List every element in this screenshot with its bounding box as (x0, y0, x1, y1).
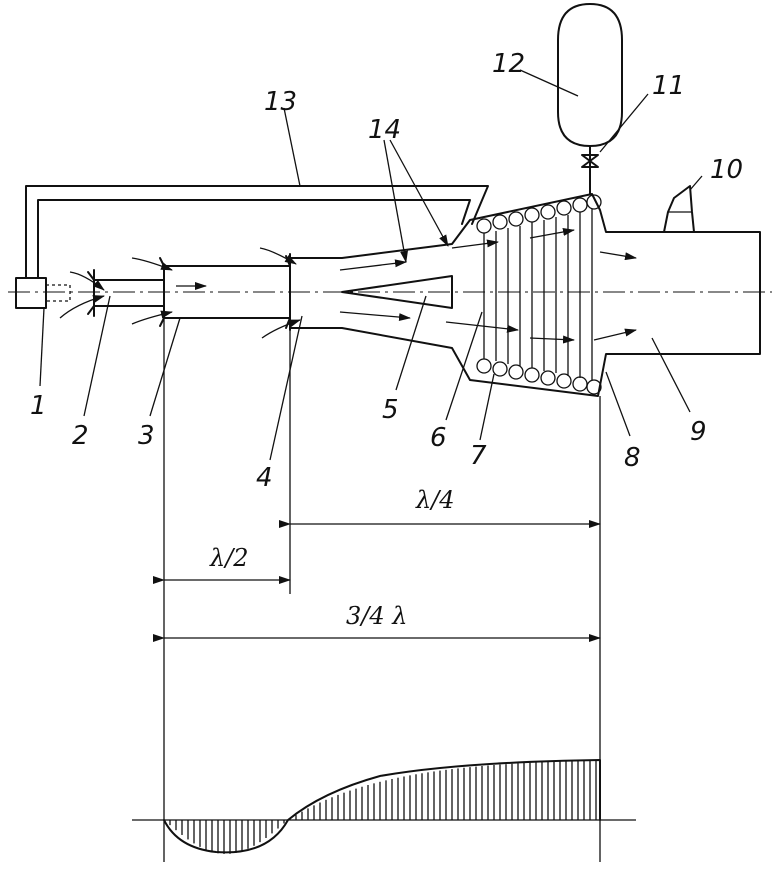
label-1: 1 (30, 391, 47, 421)
pressure-profile (132, 759, 636, 854)
label-8: 8 (624, 443, 641, 473)
first-nozzle (87, 269, 165, 317)
label-4: 4 (256, 463, 273, 493)
label-2: 2 (72, 421, 89, 451)
valve (581, 145, 599, 195)
combustion-chamber (285, 193, 761, 397)
label-12: 12 (492, 49, 525, 79)
part-labels: 1 2 3 4 5 6 7 8 9 10 11 12 13 14 (30, 49, 743, 493)
label-3: 3 (138, 421, 155, 451)
dim-three-quarter-lambda: 3/4 λ (346, 602, 407, 630)
label-13: 13 (264, 87, 297, 117)
cooling-coil (476, 194, 602, 395)
fuel-injector (15, 277, 71, 309)
gas-tank (557, 3, 623, 147)
dimension-arrows (153, 520, 601, 642)
label-14: 14 (368, 115, 401, 145)
dim-half-lambda: λ/2 (209, 544, 249, 572)
feed-pipe (25, 185, 489, 279)
label-11: 11 (652, 71, 685, 101)
outlet-tip (663, 185, 695, 233)
dim-quarter-lambda: λ/4 (415, 486, 455, 514)
label-9: 9 (690, 417, 707, 447)
label-6: 6 (430, 423, 447, 453)
label-10: 10 (710, 155, 743, 185)
label-5: 5 (382, 395, 399, 425)
label-7: 7 (470, 441, 487, 471)
leader-lines (39, 69, 703, 461)
flow-arrows (59, 228, 637, 344)
